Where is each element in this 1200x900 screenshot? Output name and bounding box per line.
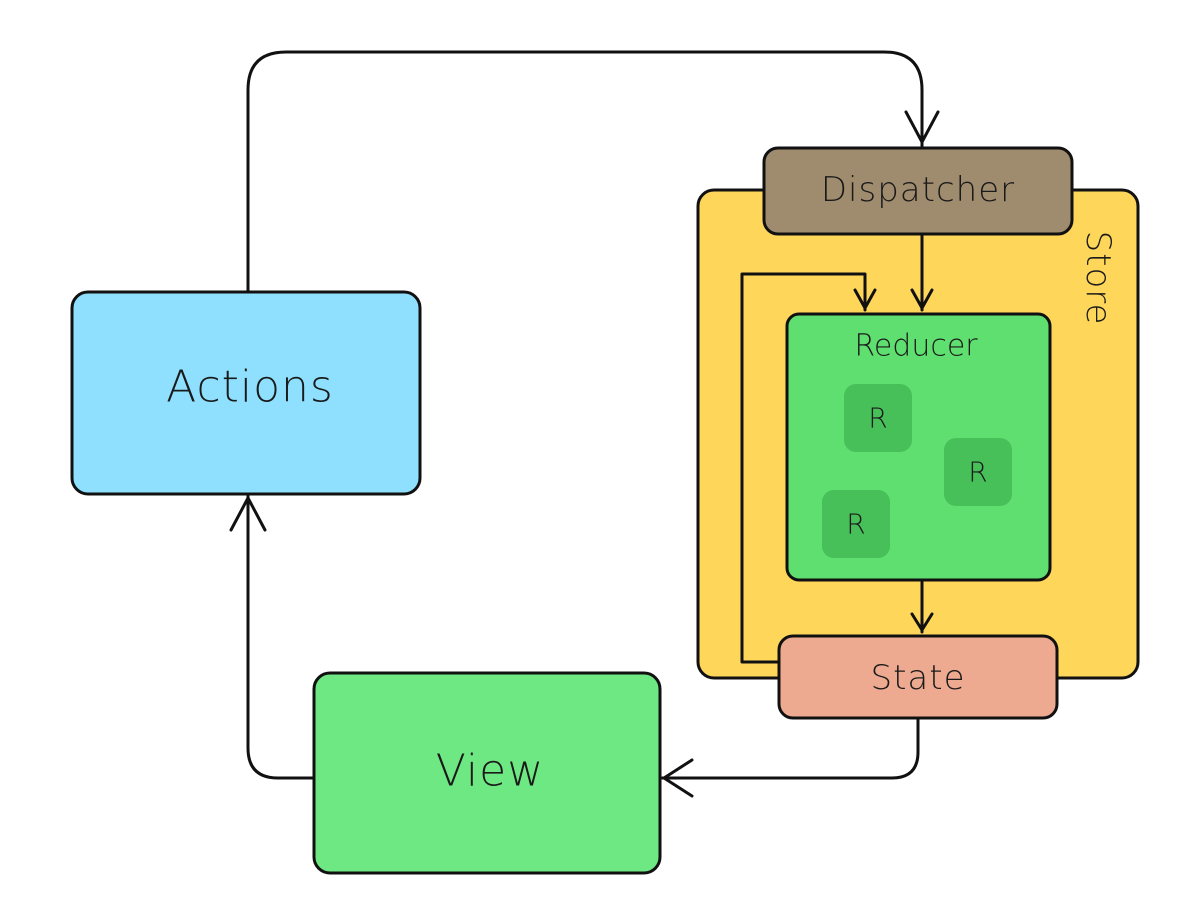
reducer-item-label: R bbox=[968, 456, 987, 489]
arrowhead-reducer-from-dispatcher bbox=[910, 288, 934, 310]
view-label: View bbox=[436, 746, 544, 797]
reducer-item bbox=[822, 490, 890, 558]
state-node bbox=[777, 634, 1059, 720]
arrowhead-state bbox=[910, 612, 934, 632]
store-label: Store bbox=[1078, 231, 1118, 326]
reducer-label: Reducer bbox=[854, 329, 978, 364]
arrowhead-actions bbox=[229, 496, 267, 532]
reducer-item-label: R bbox=[868, 402, 887, 435]
arrowhead-dispatcher bbox=[904, 110, 940, 144]
edge-actions-to-dispatcher bbox=[246, 50, 924, 294]
reducer-item-label: R bbox=[846, 508, 865, 541]
actions-node bbox=[70, 290, 422, 496]
arrowhead-reducer-from-state bbox=[853, 288, 877, 310]
actions-label: Actions bbox=[166, 362, 334, 413]
edge-view-to-actions bbox=[246, 494, 316, 780]
arrowhead-view bbox=[662, 758, 694, 798]
dispatcher-label: Dispatcher bbox=[821, 170, 1015, 210]
state-label: State bbox=[871, 658, 966, 698]
dispatcher-node bbox=[762, 146, 1074, 236]
edge-state-to-reducer bbox=[740, 272, 867, 664]
view-node bbox=[312, 671, 662, 875]
reducer-item bbox=[844, 384, 912, 452]
reducer-item bbox=[944, 438, 1012, 506]
edge-state-to-view bbox=[660, 716, 920, 780]
